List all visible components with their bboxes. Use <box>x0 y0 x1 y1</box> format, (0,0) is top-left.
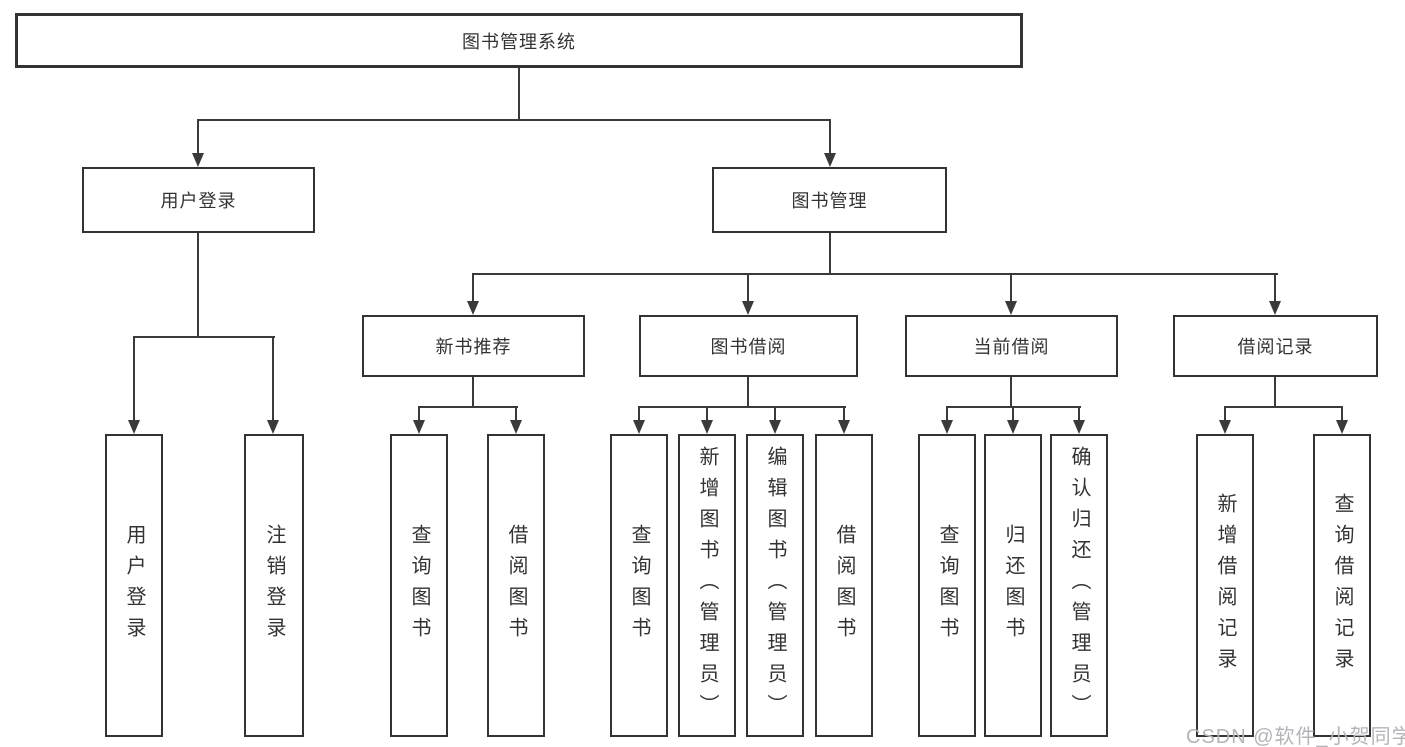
leaf-label: 借阅图书 <box>833 523 855 648</box>
arrow-down-icon <box>838 420 850 434</box>
node-user-login: 用户登录 <box>82 167 315 233</box>
arrow-down-icon <box>192 153 204 167</box>
leaf-label: 新增借阅记录 <box>1214 492 1236 679</box>
arrow-down-icon <box>1336 420 1348 434</box>
connector-line <box>946 406 948 422</box>
arrow-down-icon <box>824 153 836 167</box>
connector-line <box>418 406 518 408</box>
csdn-watermark: CSDN @软件_小贺同学 <box>1186 726 1405 747</box>
connector-line <box>747 377 749 408</box>
arrow-down-icon <box>413 420 425 434</box>
connector-line <box>515 406 517 422</box>
connector-line <box>1274 377 1276 408</box>
connector-line <box>1010 273 1012 303</box>
leaf-label: 用户登录 <box>123 523 145 648</box>
arrow-down-icon <box>701 420 713 434</box>
connector-line <box>1010 377 1012 408</box>
node-current-borrowing: 当前借阅 <box>905 315 1118 377</box>
arrow-down-icon <box>1269 301 1281 315</box>
leaf-label: 查询图书 <box>936 523 958 648</box>
connector-line <box>829 233 831 275</box>
leaf-label: 确认归还（管理员） <box>1068 446 1090 725</box>
leaf-add-books-admin: 新增图书（管理员） <box>678 434 736 737</box>
leaf-add-borrow-record: 新增借阅记录 <box>1196 434 1254 737</box>
arrow-down-icon <box>128 420 140 434</box>
leaf-return-books: 归还图书 <box>984 434 1042 737</box>
connector-line <box>197 233 199 338</box>
arrow-down-icon <box>941 420 953 434</box>
connector-line <box>638 406 640 422</box>
arrow-down-icon <box>633 420 645 434</box>
connector-line <box>1224 406 1226 422</box>
leaf-query-books: 查询图书 <box>390 434 448 737</box>
node-book-borrowing: 图书借阅 <box>639 315 858 377</box>
connector-line <box>1012 406 1014 422</box>
connector-line <box>843 406 845 422</box>
arrow-down-icon <box>467 301 479 315</box>
node-label: 用户登录 <box>160 191 237 211</box>
leaf-label: 借阅图书 <box>505 523 527 648</box>
connector-line <box>418 406 420 422</box>
connector-line <box>133 336 135 422</box>
connector-line <box>747 273 749 303</box>
node-label: 当前借阅 <box>973 337 1050 357</box>
node-borrowing-records: 借阅记录 <box>1173 315 1378 377</box>
node-label: 借阅记录 <box>1237 337 1314 357</box>
node-library-management-system: 图书管理系统 <box>15 13 1023 68</box>
arrow-down-icon <box>1005 301 1017 315</box>
connector-line <box>829 119 831 155</box>
leaf-label: 查询图书 <box>408 523 430 648</box>
arrow-down-icon <box>267 420 279 434</box>
arrow-down-icon <box>510 420 522 434</box>
connector-line <box>472 273 1278 275</box>
connector-line <box>518 68 520 120</box>
node-label: 图书管理 <box>791 191 868 211</box>
leaf-label: 注销登录 <box>263 523 285 648</box>
connector-line <box>472 273 474 303</box>
node-label: 新书推荐 <box>435 337 512 357</box>
connector-line <box>1341 406 1343 422</box>
connector-line <box>638 406 846 408</box>
leaf-query-books: 查询图书 <box>610 434 668 737</box>
connector-line <box>1078 406 1080 422</box>
leaf-label: 新增图书（管理员） <box>696 446 718 725</box>
node-new-book-recommend: 新书推荐 <box>362 315 585 377</box>
arrow-down-icon <box>769 420 781 434</box>
connector-line <box>197 119 831 121</box>
connector-line <box>774 406 776 422</box>
node-book-management: 图书管理 <box>712 167 947 233</box>
connector-line <box>133 336 275 338</box>
arrow-down-icon <box>742 301 754 315</box>
connector-line <box>197 119 199 155</box>
leaf-label: 查询图书 <box>628 523 650 648</box>
arrow-down-icon <box>1073 420 1085 434</box>
leaf-confirm-return-admin: 确认归还（管理员） <box>1050 434 1108 737</box>
leaf-query-books: 查询图书 <box>918 434 976 737</box>
leaf-label: 归还图书 <box>1002 523 1024 648</box>
node-label: 图书借阅 <box>710 337 787 357</box>
node-label: 图书管理系统 <box>462 31 576 52</box>
leaf-label: 查询借阅记录 <box>1331 492 1353 679</box>
leaf-borrow-books: 借阅图书 <box>815 434 873 737</box>
arrow-down-icon <box>1007 420 1019 434</box>
connector-line <box>706 406 708 422</box>
leaf-edit-books-admin: 编辑图书（管理员） <box>746 434 804 737</box>
connector-line <box>472 377 474 408</box>
leaf-user-login: 用户登录 <box>105 434 163 737</box>
connector-line <box>1224 406 1343 408</box>
leaf-logout: 注销登录 <box>244 434 304 737</box>
connector-line <box>272 336 274 422</box>
leaf-label: 编辑图书（管理员） <box>764 446 786 725</box>
leaf-query-borrow-record: 查询借阅记录 <box>1313 434 1371 737</box>
arrow-down-icon <box>1219 420 1231 434</box>
leaf-borrow-books: 借阅图书 <box>487 434 545 737</box>
connector-line <box>1274 273 1276 303</box>
